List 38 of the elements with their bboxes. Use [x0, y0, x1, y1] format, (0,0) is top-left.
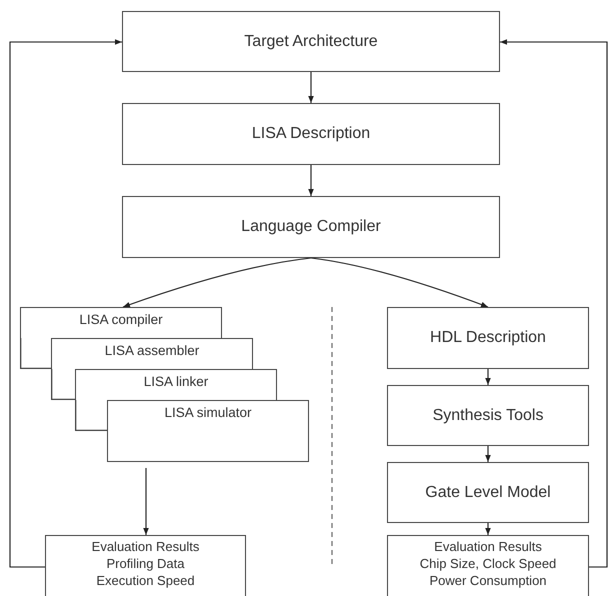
tool-box [107, 400, 309, 462]
arrow [310, 257, 488, 308]
box-label: LISA compiler [79, 312, 163, 327]
arrow [143, 468, 149, 535]
arrow [308, 165, 314, 196]
process-box [387, 462, 589, 523]
box-label: Gate Level Model [425, 484, 551, 502]
process-box [122, 11, 500, 72]
box-label: LISA simulator [164, 405, 252, 420]
box-label: Target Architecture [244, 32, 378, 50]
process-box [122, 103, 500, 165]
process-box [387, 307, 589, 369]
arrow [9, 39, 122, 568]
tool-box [75, 369, 277, 400]
arrow [122, 257, 312, 308]
box-label: Evaluation Results [434, 538, 542, 555]
box-label: Profiling Data [106, 555, 185, 572]
tool-box [20, 307, 222, 338]
box-label: Evaluation Results [92, 538, 200, 555]
box-label: LISA linker [144, 374, 208, 389]
box-label: Execution Speed [96, 572, 195, 589]
box-label: Chip Size, Clock Speed [420, 555, 556, 572]
box-label: Power Consumption [429, 572, 547, 589]
arrow [500, 39, 608, 568]
process-box [387, 385, 589, 446]
process-box [122, 196, 500, 258]
arrow [485, 369, 491, 385]
tool-box [51, 338, 253, 369]
box-label: Language Compiler [241, 218, 381, 236]
box-label: Synthesis Tools [432, 406, 544, 424]
box-label: LISA Description [252, 125, 370, 143]
arrow [308, 72, 314, 103]
result-box [45, 535, 246, 596]
box-label: LISA assembler [104, 343, 200, 358]
arrow [485, 446, 491, 462]
arrow [485, 523, 491, 535]
box-label: HDL Description [430, 329, 546, 347]
result-box [387, 535, 589, 596]
